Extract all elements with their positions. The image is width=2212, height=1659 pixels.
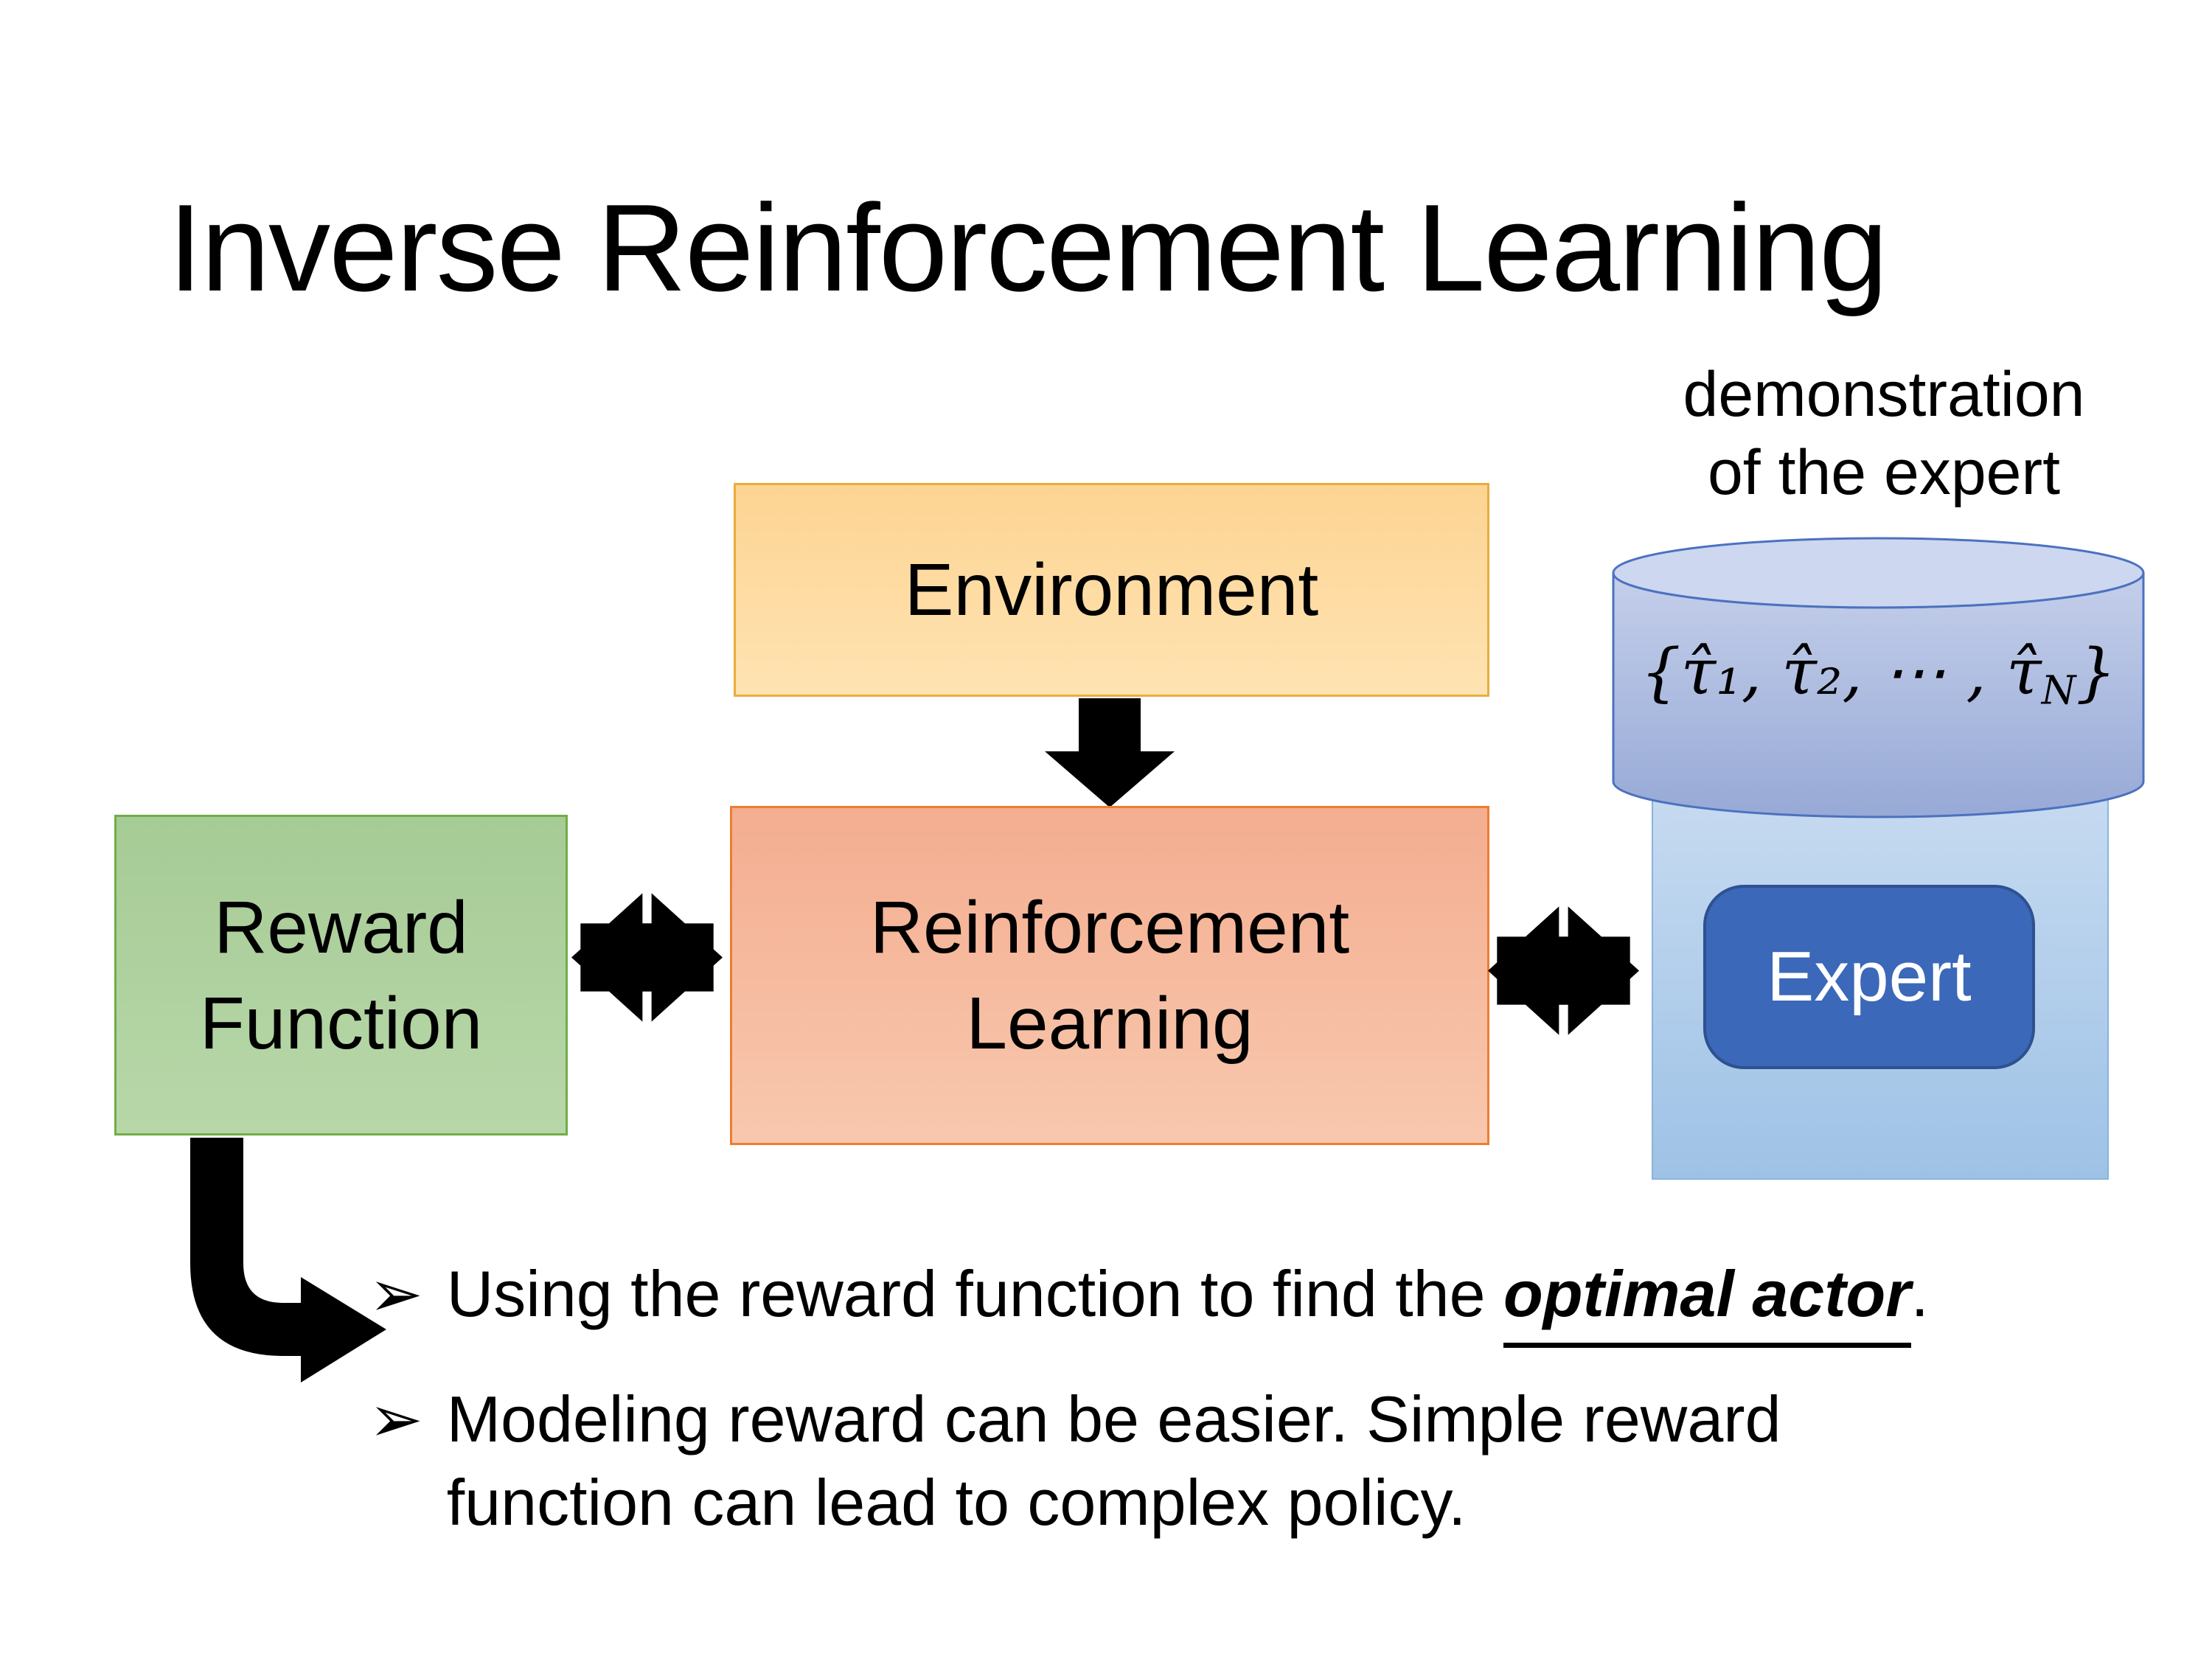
page-title: Inverse Reinforcement Learning: [168, 178, 1888, 317]
reward-function-line-1: Reward: [214, 886, 468, 969]
bent-elbow-arrow-icon: [190, 1138, 386, 1382]
bullet-2-text: Modeling reward can be easier. Simple re…: [446, 1382, 1781, 1539]
environment-box: Environment: [734, 483, 1489, 697]
environment-label: Environment: [904, 549, 1319, 631]
bullet-1-text-after: .: [1910, 1257, 1929, 1330]
reinforcement-learning-label: Reinforcement Learning: [870, 880, 1349, 1071]
bullet-arrowhead-icon: ➢: [369, 1382, 423, 1455]
annotation-line-1: demonstration: [1683, 359, 2085, 430]
formula-prefix: {τ̂₁, τ̂₂, ⋯ , τ̂: [1640, 636, 2042, 709]
bullet-item-modeling-reward: ➢ Modeling reward can be easier. Simple …: [369, 1377, 1917, 1544]
annotation-line-2: of the expert: [1707, 437, 2061, 508]
bullet-arrowhead-icon: ➢: [369, 1257, 423, 1330]
reinforcement-learning-line-2: Learning: [966, 982, 1253, 1065]
double-arrow-right-icon: [1488, 906, 1639, 1035]
formula-subscript-n: N: [2041, 667, 2076, 714]
bullet-1-emphasis: optimal actor: [1503, 1252, 1911, 1348]
expert-label: Expert: [1767, 937, 1972, 1016]
reward-function-box: Reward Function: [114, 815, 568, 1135]
double-arrow-left-icon: [571, 893, 723, 1022]
reinforcement-learning-box: Reinforcement Learning: [730, 806, 1489, 1145]
reward-function-line-2: Function: [199, 981, 483, 1065]
demonstration-annotation: demonstration of the expert: [1585, 355, 2183, 512]
reinforcement-learning-line-1: Reinforcement: [869, 886, 1350, 969]
database-cylinder-icon: [1612, 537, 2145, 818]
bullet-item-optimal-actor: ➢ Using the reward function to find the …: [369, 1252, 2153, 1348]
reward-function-label: Reward Function: [200, 880, 483, 1071]
trajectory-set-formula: {τ̂₁, τ̂₂, ⋯ , τ̂N}: [1611, 636, 2146, 713]
down-block-arrow-icon: [1045, 698, 1175, 807]
formula-suffix: }: [2076, 636, 2117, 709]
bullet-1-text: Using the reward function to find the op…: [447, 1252, 1929, 1348]
bullet-1-text-before: Using the reward function to find the: [446, 1257, 1503, 1330]
expert-box: Expert: [1703, 885, 2035, 1069]
